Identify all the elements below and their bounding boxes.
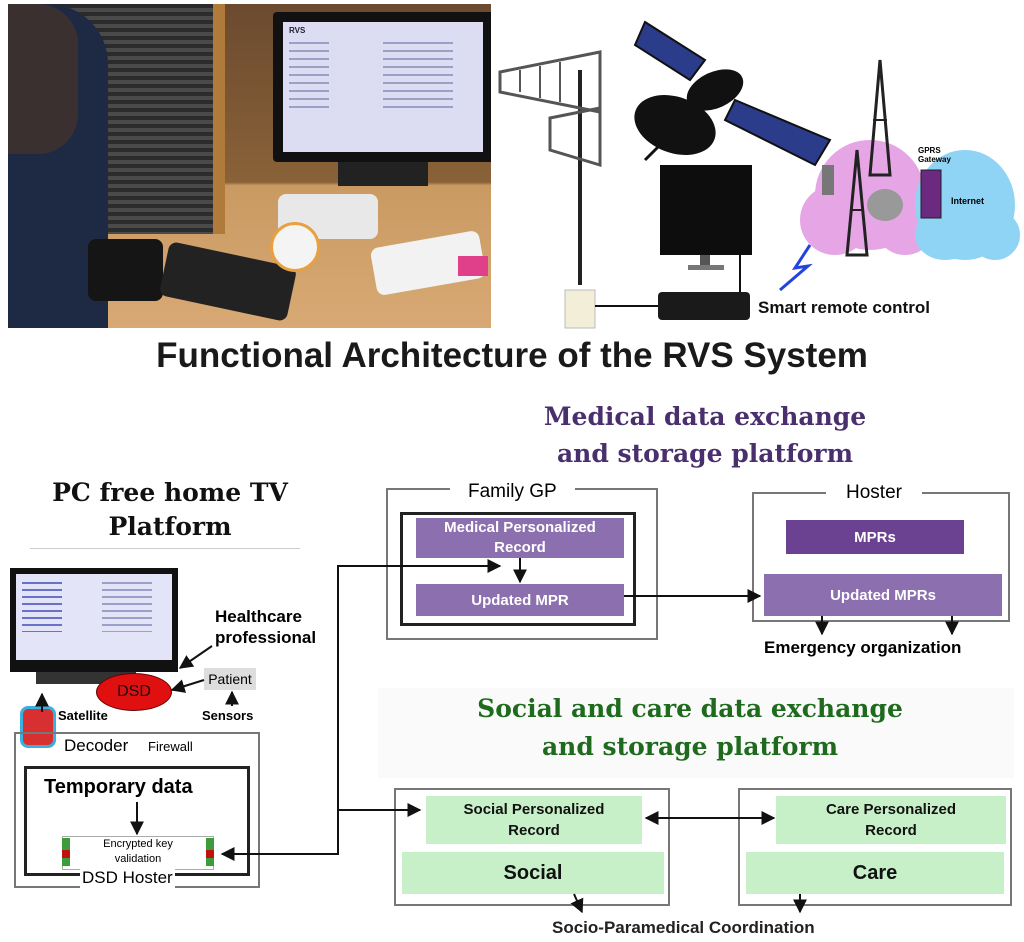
emergency-organization-label: Emergency organization <box>764 638 962 658</box>
social-box: Social <box>402 852 664 894</box>
set-top-box-icon <box>658 292 750 320</box>
socio-paramedical-coordination-label: Socio-Paramedical Coordination <box>552 918 815 937</box>
mprs-label: MPRs <box>854 528 896 546</box>
key-left-dot <box>62 850 70 858</box>
mpr-line2: Record <box>494 539 546 556</box>
cpr-line1: Care Personalized <box>825 801 957 818</box>
photo-tv-stand <box>338 162 428 186</box>
temporary-data-label: Temporary data <box>44 776 193 798</box>
person-head <box>8 4 78 154</box>
updated-mprs-label: Updated MPRs <box>830 586 936 604</box>
family-gp-label: Family GP <box>450 481 575 503</box>
medical-heading-line1: Medical data exchange <box>543 402 867 431</box>
encrypted-line2: validation <box>114 853 162 865</box>
pc-platform-heading: PC free home TV Platform <box>20 476 320 544</box>
photo-tv-brand: RVS <box>289 26 306 35</box>
pc-heading-divider <box>30 548 300 549</box>
pc-heading-line2: Platform <box>108 512 232 541</box>
dsd-hoster-label: DSD Hoster <box>80 868 175 888</box>
medical-heading-line2: and storage platform <box>556 439 854 468</box>
home-tv-screen <box>16 574 172 660</box>
gprs-gateway-label: GPRS Gateway <box>918 146 951 164</box>
social-heading-line1: Social and care data exchange <box>477 694 903 723</box>
dsd-device: DSD <box>96 673 172 711</box>
dsd-to-familygp-arrow <box>220 559 502 861</box>
photo-pink-device <box>458 256 488 276</box>
photo-device-black <box>88 239 163 301</box>
home-tv-list-lines <box>102 582 152 632</box>
page-title: Functional Architecture of the RVS Syste… <box>156 336 868 375</box>
key-right-dot <box>206 850 214 858</box>
home-tv-menu-lines <box>22 582 62 632</box>
updated-mprs-box: Updated MPRs <box>764 574 1002 616</box>
wireless-signal-icon <box>779 244 813 292</box>
hoster-label: Hoster <box>826 482 922 504</box>
social-platform-heading: Social and care data exchange and storag… <box>455 690 925 766</box>
dsd-label: DSD <box>117 683 151 700</box>
encrypted-line1: Encrypted key <box>103 838 173 850</box>
medical-platform-heading: Medical data exchange and storage platfo… <box>530 398 880 472</box>
wall-socket-icon <box>564 289 596 329</box>
window-frame <box>213 4 225 234</box>
photo-tv: RVS <box>273 12 491 162</box>
cell-tower-icon <box>845 59 892 257</box>
gray-server-icon <box>822 165 834 195</box>
smart-remote-label: Smart remote control <box>758 298 930 317</box>
care-personalized-record-box: Care Personalized Record <box>776 796 1006 844</box>
photo-alarm-button <box>270 222 320 272</box>
care-label: Care <box>852 861 898 884</box>
mpr-line1: Medical Personalized <box>444 519 596 536</box>
encrypted-key-box: Encrypted key validation <box>62 836 214 870</box>
care-box: Care <box>746 852 1004 894</box>
photo-tv-screen: RVS <box>283 22 483 152</box>
home-tv-icon <box>10 568 178 672</box>
firewall-label: Firewall <box>148 739 193 754</box>
social-to-coordination-arrow <box>570 893 584 914</box>
medical-personalized-record-box: Medical Personalized Record <box>416 518 624 558</box>
tv-icon <box>660 165 752 270</box>
photo-tv-menu-lines <box>289 42 329 112</box>
tv-antenna-icon <box>498 50 602 285</box>
satellite-decoder-icon <box>20 706 56 748</box>
social-heading-line2: and storage platform <box>541 732 839 761</box>
satellite-label: Satellite <box>58 708 108 723</box>
healthcare-to-dsd-arrow <box>178 645 213 669</box>
gateway-box-icon <box>920 169 942 219</box>
photo-tv-list-lines <box>383 42 453 112</box>
decoder-label: Decoder <box>64 736 129 755</box>
care-frame <box>738 788 1012 906</box>
patient-to-dsd-arrow <box>170 679 205 693</box>
internet-label: Internet <box>951 196 985 206</box>
gray-blob-icon <box>867 189 903 221</box>
satellite-icon <box>633 20 832 167</box>
cpr-line2: Record <box>865 822 917 839</box>
mprs-box: MPRs <box>786 520 964 554</box>
home-tv-photo: RVS <box>8 4 491 328</box>
social-label: Social <box>503 861 563 884</box>
pc-heading-line1: PC free home TV <box>52 478 288 507</box>
spr-line2: Record <box>508 822 560 839</box>
